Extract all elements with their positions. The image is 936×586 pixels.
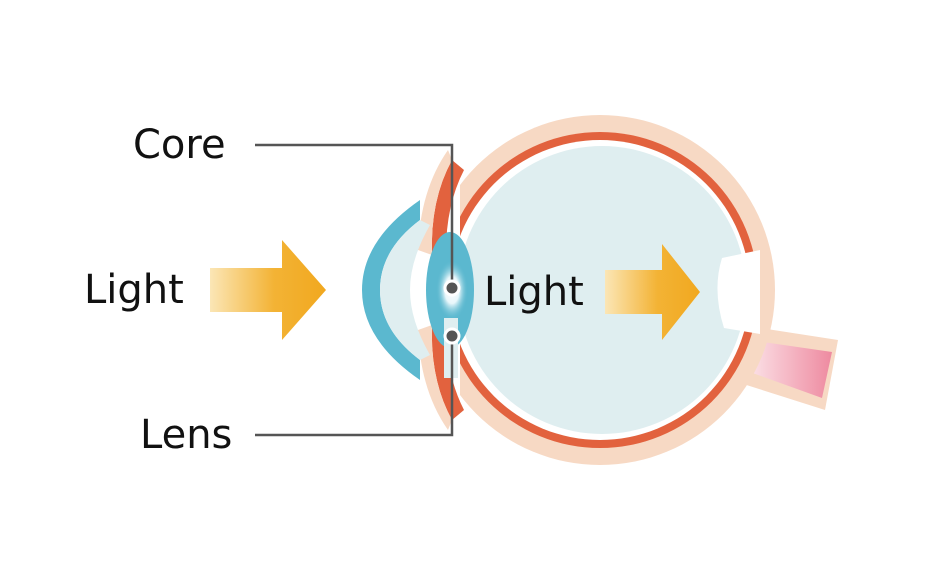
cornea — [362, 200, 420, 380]
lens-marker — [443, 327, 461, 345]
label-lens: Lens — [140, 412, 232, 458]
iris-upper — [431, 160, 464, 255]
core-marker — [443, 279, 461, 297]
label-core: Core — [133, 122, 226, 168]
optic-disc — [717, 250, 760, 334]
light-arrow-incoming — [210, 240, 326, 340]
label-light-outside: Light — [84, 267, 184, 313]
lens-leader-line — [255, 336, 454, 437]
core-leader-line — [255, 143, 454, 288]
light-arrow-internal — [605, 244, 700, 340]
vitreous-body — [458, 146, 746, 434]
label-light-inside: Light — [484, 269, 584, 315]
